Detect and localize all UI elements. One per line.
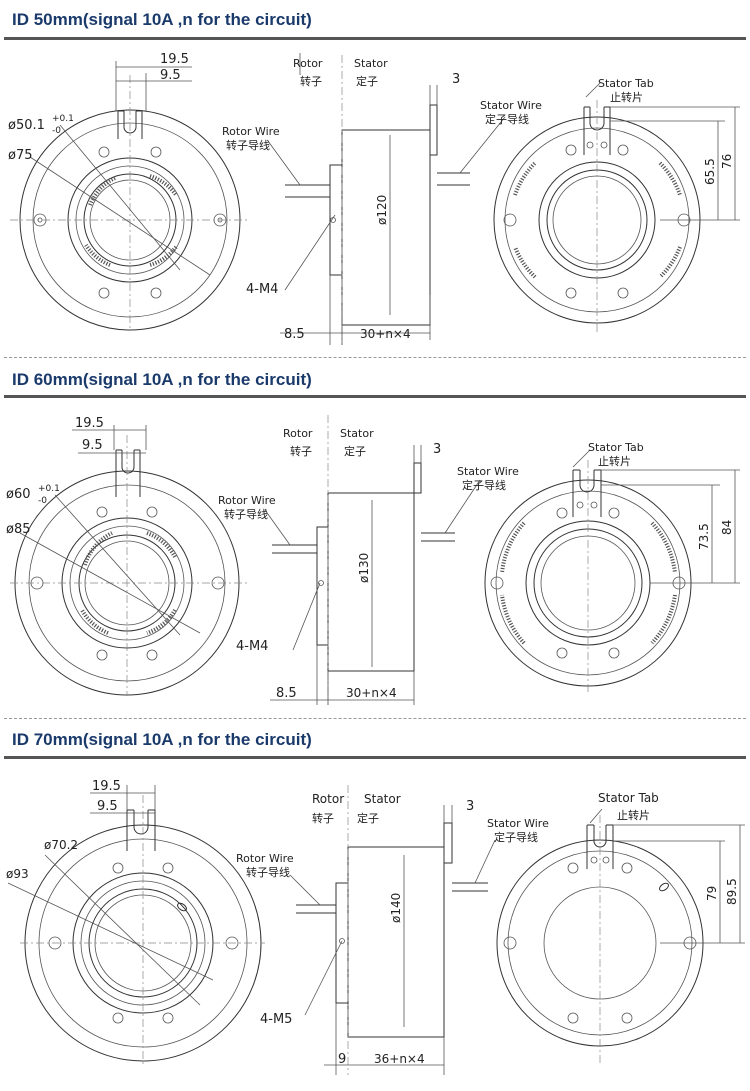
side-tab-thk: 3 [433,442,441,457]
side-stator-wire-cn: 定子导线 [485,112,529,126]
back-tab-en: Stator Tab [588,441,644,454]
section-title-2: ID 60mm(signal 10A ,n for the circuit) [12,370,312,389]
back-dim-a: 79 [705,886,719,901]
front-view: 19.5 9.5 ø50.1 +0.1 -0 ø75 [8,52,250,331]
side-screw: 4-M4 [246,282,278,297]
front-view: 19.5 9.5 ø70.2 ø93 [6,779,265,1065]
side-length: 30+n×4 [346,686,397,700]
front-bore: ø70.2 [44,838,78,852]
side-flange: 8.5 [284,327,305,342]
side-diameter: ø140 [389,893,403,923]
side-tab-thk: 3 [452,72,460,87]
side-rotor-wire-cn: 转子导线 [224,507,268,521]
front-bore-tol-up: +0.1 [52,114,74,124]
side-diameter: ø130 [357,553,371,583]
side-flange: 8.5 [276,686,297,701]
side-stator-cn: 定子 [356,74,378,88]
front-dim-inner: 9.5 [160,68,181,83]
section-title-1: ID 50mm(signal 10A ,n for the circuit) [12,10,312,29]
front-bore-tol-down: -0 [52,126,61,136]
side-rotor-wire-cn: 转子导线 [226,138,270,152]
side-view: Rotor 转子 Stator 定子 3 Rotor Wire 转子导线 Sta… [222,53,542,345]
front-dim-top: 19.5 [75,416,104,431]
side-stator-en: Stator [354,57,388,70]
side-rotor-en: Rotor [312,792,344,806]
side-rotor-wire-cn: 转子导线 [246,865,290,879]
side-rotor-en: Rotor [283,427,313,440]
back-dim-a: 65.5 [703,158,717,185]
back-dim-b: 89.5 [725,878,739,905]
back-dim-b: 76 [720,154,734,169]
front-outer: ø75 [8,148,33,163]
side-stator-wire-en: Stator Wire [480,99,542,112]
drawing-id70: 19.5 9.5 ø70.2 ø93 Rotor 转子 Stator [6,779,745,1075]
section-rule-2 [4,395,746,398]
front-outer: ø85 [6,522,31,537]
back-dim-b: 84 [720,520,734,535]
back-tab-en: Stator Tab [598,791,659,805]
front-bore: ø60 [6,487,31,502]
section-divider-2 [4,718,746,719]
section-rule-1 [4,37,746,40]
drawing-id60: 19.5 9.5 ø60 +0.1 -0 ø85 Rot [6,415,740,705]
side-stator-en: Stator [340,427,374,440]
side-stator-wire-en: Stator Wire [487,817,549,830]
front-dim-top: 19.5 [160,52,189,67]
side-stator-cn: 定子 [357,811,379,825]
section-divider-1 [4,357,746,358]
side-stator-wire-cn: 定子导线 [462,478,506,492]
back-view: Stator Tab 止转片 65.5 76 [493,77,740,335]
back-tab-en: Stator Tab [598,77,654,90]
front-dim-top: 19.5 [92,779,121,794]
front-outer: ø93 [6,867,29,881]
side-view: Rotor 转子 Stator 定子 3 Rotor Wire 转子导线 Sta… [236,785,549,1075]
front-dim-inner: 9.5 [97,799,118,814]
side-stator-en: Stator [364,792,401,806]
side-stator-cn: 定子 [344,444,366,458]
side-stator-wire-cn: 定子导线 [494,830,538,844]
front-bore: ø50.1 [8,118,45,133]
side-flange: 9 [338,1052,346,1067]
side-rotor-wire-en: Rotor Wire [236,852,294,865]
front-dim-inner: 9.5 [82,438,103,453]
side-rotor-cn: 转子 [312,811,334,825]
side-rotor-wire-en: Rotor Wire [218,494,276,507]
side-rotor-wire-en: Rotor Wire [222,125,280,138]
side-screw: 4-M4 [236,639,268,654]
back-tab-cn: 止转片 [610,90,643,104]
side-length: 30+n×4 [360,327,411,341]
back-view: Stator Tab 止转片 73.5 84 [484,441,740,695]
back-tab-cn: 止转片 [617,808,650,822]
side-stator-wire-en: Stator Wire [457,465,519,478]
front-bore-tol-down: -0 [38,496,47,506]
back-dim-a: 73.5 [697,523,711,550]
side-length: 36+n×4 [374,1052,425,1066]
side-view: Rotor 转子 Stator 定子 3 Rotor Wire 转子导线 Sta… [218,415,519,705]
front-view: 19.5 9.5 ø60 +0.1 -0 ø85 [6,416,250,696]
side-rotor-cn: 转子 [290,444,312,458]
back-tab-cn: 止转片 [598,454,631,468]
front-bore-tol-up: +0.1 [38,484,60,494]
side-diameter: ø120 [375,195,389,225]
side-screw: 4-M5 [260,1012,292,1027]
drawing-id50: 19.5 9.5 ø50.1 +0.1 -0 ø75 [8,52,740,345]
section-title-3: ID 70mm(signal 10A ,n for the circuit) [12,730,312,749]
section-rule-3 [4,756,746,759]
side-rotor-en: Rotor [293,57,323,70]
side-rotor-cn: 转子 [300,74,322,88]
back-view: Stator Tab 止转片 79 89.5 [496,791,745,1065]
side-tab-thk: 3 [466,799,474,814]
